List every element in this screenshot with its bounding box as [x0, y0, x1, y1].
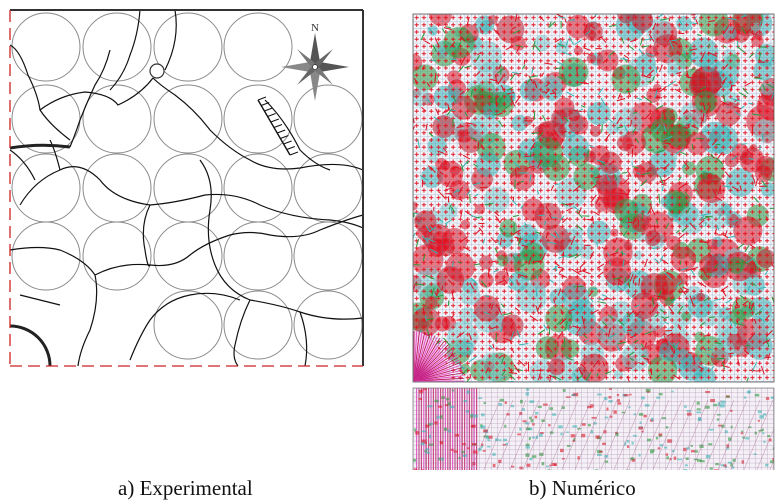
crack-line — [9, 44, 71, 141]
load-pad-circle — [82, 221, 152, 291]
load-pad-circle — [82, 84, 152, 154]
load-pad-circle — [11, 153, 81, 223]
support-zone — [413, 330, 464, 382]
crack-line — [129, 292, 241, 361]
load-pad-circle — [153, 290, 223, 360]
north-compass-icon: N — [281, 22, 349, 101]
crack-line — [264, 99, 331, 171]
compass-north-label: N — [311, 22, 319, 34]
load-pad-circle — [153, 153, 223, 223]
thick-crack-left — [9, 143, 71, 150]
load-pad-circle — [153, 84, 223, 154]
experimental-crack-diagram: N — [9, 9, 364, 367]
crack-line — [19, 294, 61, 306]
hatched-zone — [257, 96, 299, 156]
crack-line — [9, 246, 98, 367]
crack-line — [142, 204, 151, 267]
load-pad-circle — [153, 12, 223, 82]
frame — [9, 9, 364, 367]
load-pad-circle — [223, 290, 293, 360]
load-pad-circle — [82, 12, 152, 82]
crack-pattern — [9, 9, 364, 367]
crack-line — [69, 49, 111, 148]
load-pad-circle — [11, 221, 81, 291]
numerical-panel — [400, 0, 775, 473]
crack-line — [9, 149, 36, 181]
load-pad-circle — [293, 221, 363, 291]
plan-view-mesh — [412, 13, 775, 383]
crack-line — [199, 159, 364, 320]
load-pad-circle — [82, 153, 152, 223]
crack-line — [19, 166, 364, 229]
section-view-mesh — [412, 387, 775, 473]
numerical-crack-map — [412, 13, 775, 473]
load-pad-circle — [223, 221, 293, 291]
experimental-panel: N — [0, 0, 400, 470]
load-pad-circle — [223, 12, 293, 82]
load-pad-circle — [223, 84, 293, 154]
crack-line — [94, 214, 364, 276]
crack-line — [152, 77, 364, 171]
crack-line — [49, 139, 61, 171]
load-pad-circle — [153, 221, 223, 291]
crack-line — [109, 9, 141, 91]
crack-line — [164, 9, 177, 71]
crack-line — [233, 299, 251, 367]
crack-line — [299, 311, 308, 367]
small-hole — [149, 63, 165, 79]
corner-support-arc — [9, 324, 52, 367]
load-pad-circle — [11, 12, 81, 82]
caption-numerical: b) Numérico — [529, 476, 636, 500]
crack-line — [39, 77, 154, 111]
caption-experimental: a) Experimental — [118, 476, 253, 500]
load-pad-circle — [293, 84, 363, 154]
